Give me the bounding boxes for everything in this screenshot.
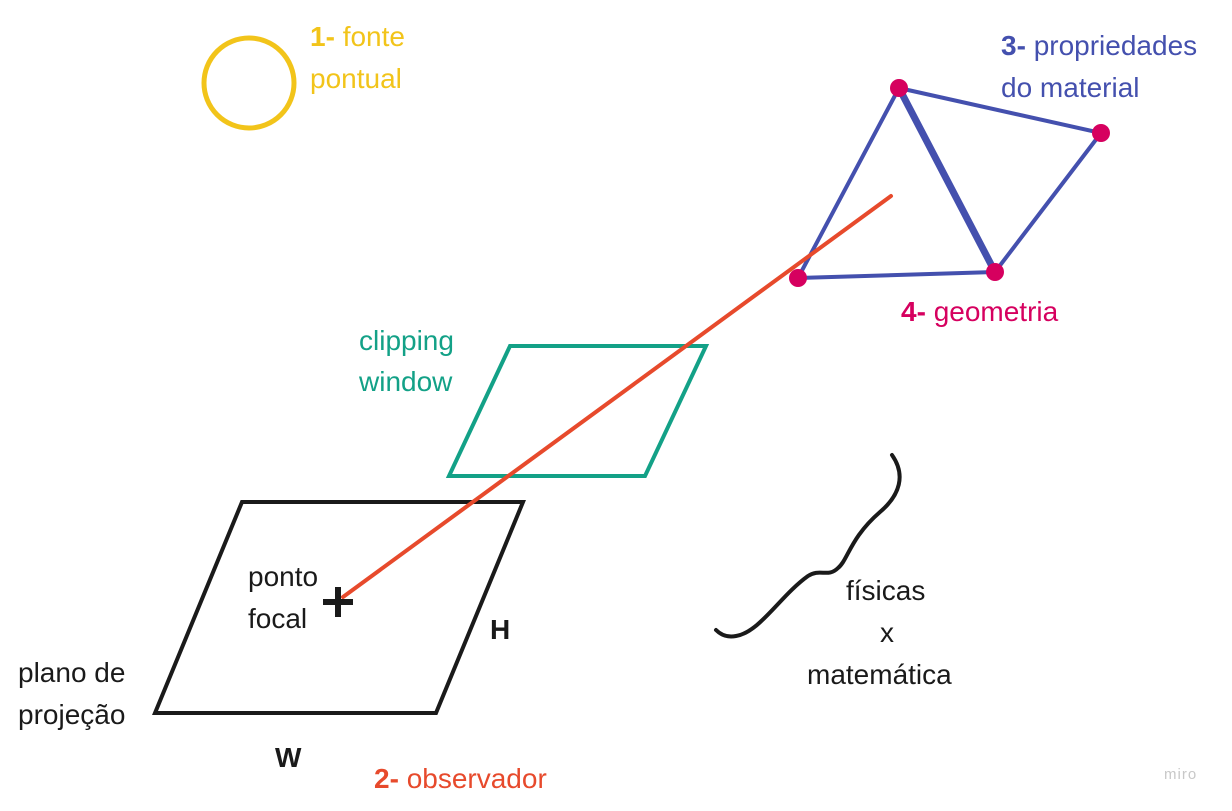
- clipping-text-1: clipping: [359, 325, 454, 356]
- physics-text-3: matemática: [807, 659, 952, 690]
- view-ray: [341, 194, 893, 599]
- physics-text-1: físicas: [846, 575, 926, 606]
- vertex-point: [1092, 124, 1110, 142]
- material-label: 3- propriedades: [1001, 25, 1197, 67]
- focal-text-2: focal: [248, 603, 308, 634]
- plane-text-2: projeção: [18, 699, 126, 730]
- clipping-text-2: window: [359, 366, 453, 397]
- light-source-circle: [201, 35, 297, 131]
- observer-number: 2-: [374, 763, 399, 794]
- observer-label: 2- observador: [374, 758, 547, 800]
- light-source-text-2: pontual: [310, 63, 402, 94]
- clipping-window-shape: [445, 344, 710, 478]
- geometry-number: 4-: [901, 296, 926, 327]
- observer-text: observador: [406, 763, 547, 794]
- miro-watermark: miro: [1164, 766, 1198, 783]
- plane-text-1: plano de: [18, 657, 126, 688]
- width-label: W: [275, 742, 302, 773]
- geometry-label: 4- geometria: [901, 291, 1058, 333]
- vertex-point: [789, 269, 807, 287]
- vertex-point: [890, 79, 908, 97]
- light-source-label: 1- fonte: [310, 16, 405, 58]
- projection-plane: [152, 500, 526, 715]
- light-source-text-1: fonte: [342, 21, 405, 52]
- curly-brace: [714, 453, 902, 639]
- focal-point-cross: [323, 587, 353, 617]
- material-number: 3-: [1001, 30, 1026, 61]
- geometry-text: geometria: [933, 296, 1059, 327]
- focal-text-1: ponto: [248, 561, 319, 592]
- geometry-mesh-diagonal: [895, 86, 999, 274]
- material-text-2: do material: [1001, 72, 1140, 103]
- physics-text-2: x: [880, 617, 894, 648]
- light-source-number: 1-: [310, 21, 335, 52]
- vertex-point: [986, 263, 1004, 281]
- height-label: H: [490, 614, 511, 645]
- material-text-1: propriedades: [1033, 30, 1198, 61]
